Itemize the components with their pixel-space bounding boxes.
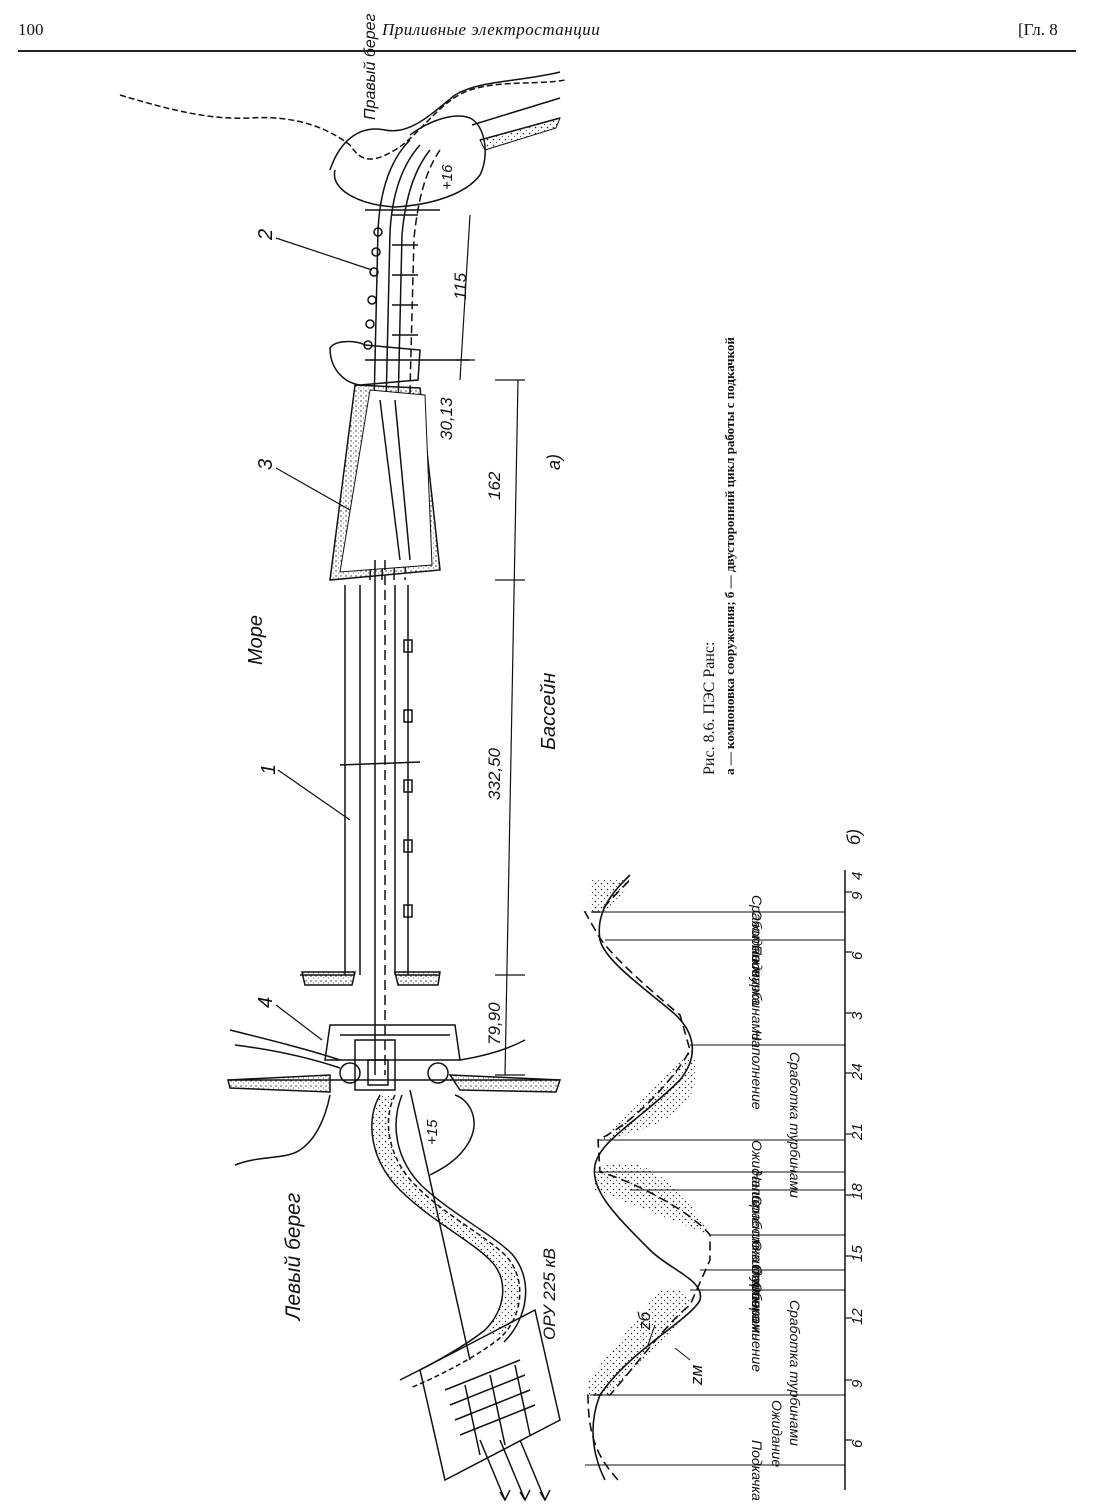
dim-115: 115: [451, 272, 470, 300]
header-rule: [18, 50, 1076, 52]
label-basin: Бассейн: [538, 673, 560, 750]
upper-dike: [333, 115, 486, 208]
mode-generation-3: Сработка турбинами: [787, 1052, 803, 1198]
figure-caption: Рис. 8.6. ПЭС Ранс: а — компоновка соору…: [701, 337, 737, 775]
time-label-3: 3: [849, 1011, 866, 1020]
caption-title: Рис. 8.6. ПЭС Ранс:: [701, 642, 718, 775]
dimension-chain: [455, 214, 525, 1076]
shaded-region-1: [588, 1288, 690, 1395]
page-number: 100: [18, 20, 44, 39]
label-elev-right: +16: [439, 164, 456, 190]
label-sea: Море: [245, 615, 267, 665]
chapter-marker: [Гл. 8: [1018, 20, 1058, 39]
mode-pumping-1: Подкачка: [749, 1440, 765, 1501]
dim-30-13: 30,13: [437, 397, 456, 440]
right-bank-shore: [329, 71, 561, 171]
callout-3: 3: [255, 459, 277, 470]
mode-pumpout: Откачка: [749, 1264, 765, 1322]
time-label-4: 4: [849, 872, 866, 880]
callout-2: 2: [255, 229, 277, 241]
mode-generation-4: Сработка турбинами: [749, 895, 765, 1041]
curve-label-zm: zм: [687, 1365, 706, 1387]
shaded-region-2: [595, 1163, 710, 1235]
panel-b-label: б): [844, 829, 864, 845]
right-bank-shoreline: [119, 79, 566, 160]
curve-label-zb: zб: [635, 1311, 654, 1332]
dim-79-90: 79,90: [485, 1002, 504, 1045]
dim-332-50: 332,50: [485, 747, 504, 800]
shaded-region-4: [590, 880, 630, 912]
mode-waiting-4: Ожидание: [749, 910, 765, 977]
dim-162: 162: [485, 471, 504, 500]
left-bank-shoreline: [234, 1094, 331, 1166]
label-switchyard: ОРУ 225 кВ: [540, 1248, 559, 1340]
time-label-6a: 6: [849, 1439, 866, 1448]
mode-generation-1: Сработка турбинами: [787, 1300, 803, 1446]
running-head: Приливные электростанции: [382, 20, 601, 39]
panel-a-label: а): [544, 454, 564, 470]
sea-level-curve: [592, 874, 702, 1481]
mode-emptying: Опорожнение: [749, 1282, 765, 1372]
time-label-18: 18: [849, 1183, 866, 1200]
mode-waiting-2: Ожидание: [749, 1240, 765, 1307]
mode-filling-2: Наполнение: [749, 1030, 765, 1110]
callout-1: 1: [258, 764, 280, 775]
time-label-6b: 6: [849, 951, 866, 960]
time-label-9a: 9: [849, 1379, 866, 1388]
time-label-15: 15: [849, 1245, 866, 1262]
callout-leaders: [275, 237, 373, 1041]
label-right-bank: Правый берег: [362, 13, 379, 120]
caption-text: а — компоновка сооружения; б — двусторон…: [722, 337, 737, 775]
time-label-21: 21: [849, 1123, 866, 1141]
mode-waiting-1: Ожидание: [769, 1400, 785, 1467]
lock-head: [329, 340, 421, 386]
shaded-region-3: [598, 1050, 697, 1140]
mode-waiting-3: Ожидание: [749, 1140, 765, 1207]
label-left-bank: Левый берег: [282, 1193, 305, 1322]
time-label-12: 12: [849, 1308, 866, 1325]
plan-labels: Море Бассейн Левый берег Правый берег ОР…: [245, 13, 564, 1340]
mode-pumping-2: Подкачка: [749, 945, 765, 1006]
cycle-diagram: 6 9 12 15 18 21 24 3 6 9 4 Подкачка Ожид…: [583, 829, 866, 1501]
switchyard-ору: [409, 1089, 561, 1502]
right-bank-fill: [479, 117, 561, 151]
embankment-2: [363, 209, 470, 361]
plan-drawing: [119, 71, 566, 1502]
mode-filling-1: Наполнение: [749, 1170, 765, 1250]
dam-section-1: [339, 560, 421, 1075]
mode-generation-2: Сработка турбинами: [749, 1195, 765, 1341]
callout-4: 4: [255, 997, 277, 1008]
time-label-24: 24: [849, 1063, 866, 1081]
label-elev-left: +15: [424, 1119, 441, 1145]
time-label-9b: 9: [849, 891, 866, 900]
sluice-4: [227, 971, 562, 1093]
